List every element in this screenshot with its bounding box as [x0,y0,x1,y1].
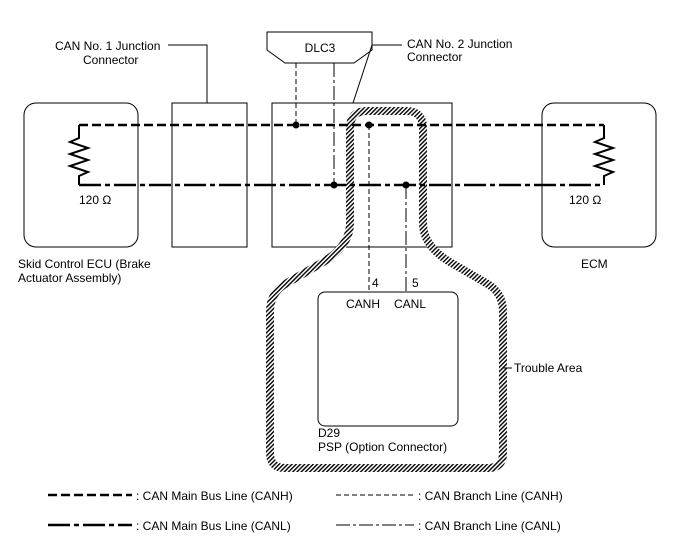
junction-dot [330,181,338,189]
resistor-right-label: 120 Ω [569,193,601,207]
canh-pin-label: CANH [346,297,380,311]
can1-label-line1: CAN No. 1 Junction [55,39,160,53]
can2-label-line2: Connector [407,50,462,64]
legend-label-branch-canl: : CAN Branch Line (CANL) [418,519,561,533]
skid-control-ecu-label-line2: Actuator Assembly) [18,271,121,285]
can2-junction-box [271,102,453,248]
psp-connector-label: PSP (Option Connector) [318,440,447,454]
can2-label-line1: CAN No. 2 Junction [407,37,512,51]
resistor-left [66,125,92,185]
canl-pin-label: CANL [394,297,426,311]
legend-label-branch-canh: : CAN Branch Line (CANH) [418,489,563,503]
trouble-area-label: Trouble Area [514,361,583,375]
legend-label-main-canl: : CAN Main Bus Line (CANL) [136,519,291,533]
pin-4-label: 4 [372,276,379,290]
ecm-box [541,102,657,248]
dlc3-label: DLC3 [305,41,336,55]
resistor-right [591,125,617,185]
can1-junction-box [171,102,248,248]
resistor-left-label: 120 Ω [79,193,111,207]
junction-dot [292,121,300,129]
legend-label-main-canh: : CAN Main Bus Line (CANH) [136,489,293,503]
ecm-label: ECM [581,257,608,271]
psp-connector-code: D29 [318,426,340,440]
skid-control-ecu-label-line1: Skid Control ECU (Brake [18,257,151,271]
junction-dot [365,121,373,129]
skid-control-ecu-box [23,102,139,248]
junction-dot [402,181,410,189]
can1-label-line2: Connector [83,53,138,67]
dlc3-connector [266,31,373,64]
trouble-area-outline [266,107,507,472]
leader-can1 [168,44,208,103]
pin-5-label: 5 [412,276,419,290]
leader-can2 [352,44,402,104]
psp-option-connector-box [317,291,459,427]
